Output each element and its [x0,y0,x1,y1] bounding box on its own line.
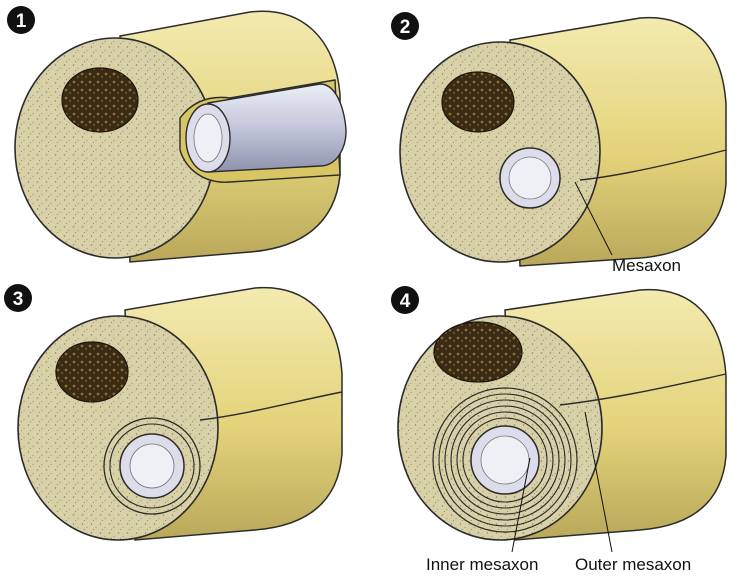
mesaxon-label: Mesaxon [612,256,681,275]
myelin-layer [444,399,566,521]
myelin-layer [109,423,195,509]
step-4-number: 4 [400,291,411,312]
myelin-layer [450,405,560,515]
panel-2: 2 Mesaxon [391,12,727,275]
step-2-badge [391,12,419,40]
step-2-number: 2 [400,17,411,38]
groove-line [199,391,343,421]
step-1-number: 1 [16,11,27,32]
nucleus [55,341,129,403]
axon-shaft [207,83,347,173]
outer-mesaxon-pointer [584,411,613,553]
myelin-layer [438,393,572,527]
step-4-badge [391,286,419,314]
nucleus [61,67,139,133]
nucleus [441,71,515,133]
groove-line [559,373,727,406]
myelin-layer [103,417,201,515]
panel-4: 4 Inner mesaxon Outer mesaxon [391,286,727,574]
step-1-badge [7,6,35,34]
cell-face [399,41,601,263]
myelin-layer [432,387,578,533]
inner-mesaxon-pointer [511,457,531,553]
inner-mesaxon-label: Inner mesaxon [426,555,538,574]
mesaxon-pointer [574,181,613,256]
cell-face [17,315,219,541]
groove-line [579,149,727,181]
step-3-number: 3 [13,289,24,310]
myelin-layer [462,417,548,503]
myelin-layer [456,411,554,509]
outer-mesaxon-label: Outer mesaxon [575,555,691,574]
panel-3: 3 [4,284,343,541]
panel-1: 1 [7,6,347,263]
nucleus [433,321,523,383]
step-3-badge [4,284,32,312]
